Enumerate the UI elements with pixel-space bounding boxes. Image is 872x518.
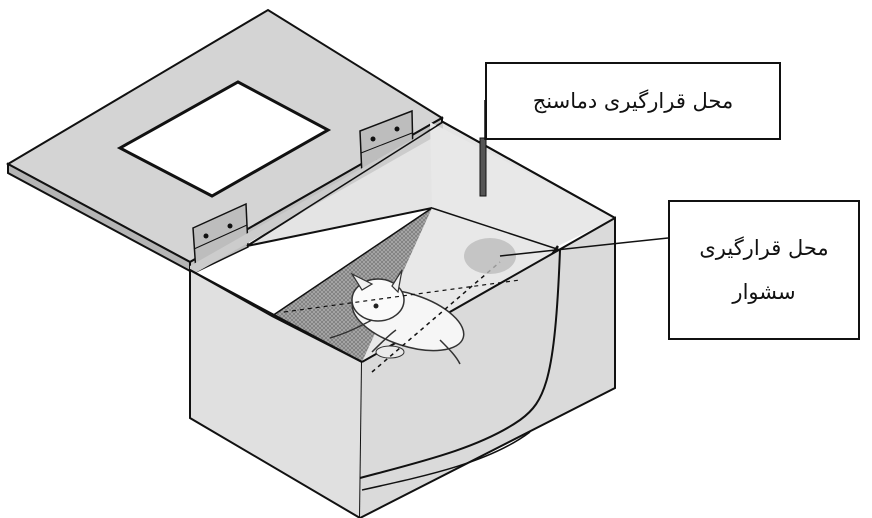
dryer-spot <box>464 238 516 274</box>
dryer-location-label-line2: سشوار <box>670 270 858 314</box>
thermometer-callout: محل قرارگیری دماسنج <box>485 62 781 140</box>
dryer-location-label-line1: محل قرارگیری <box>670 226 858 270</box>
thermometer-location-label: محل قرارگیری دماسنج <box>533 89 734 113</box>
thermometer-marker <box>480 138 486 196</box>
dryer-callout: محل قرارگیری سشوار <box>668 200 860 340</box>
